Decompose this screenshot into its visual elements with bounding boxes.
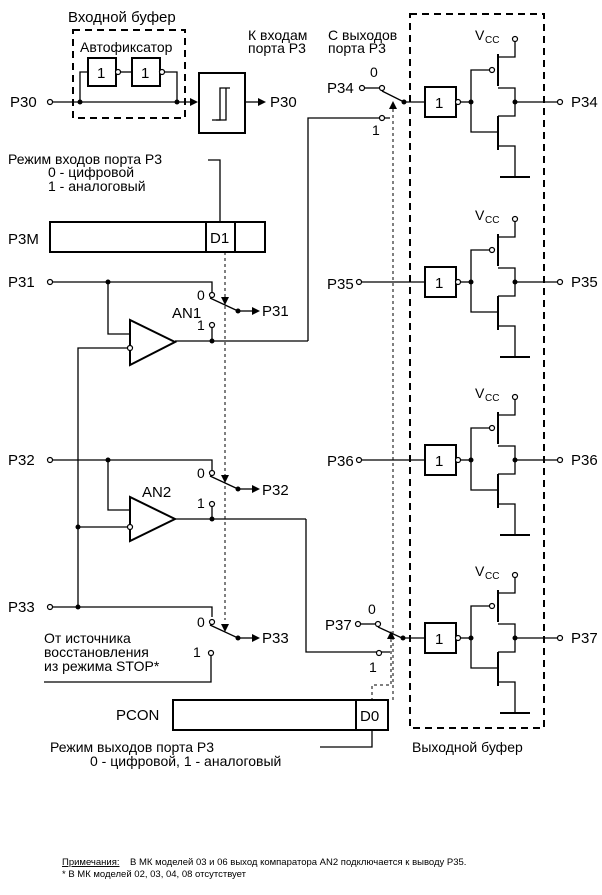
header-from-outputs-port: порта P3: [328, 40, 386, 56]
pin-p33-in: P33: [8, 599, 35, 616]
pin-terminal: [556, 456, 564, 464]
vcc-subscript: CC: [485, 35, 499, 46]
pin-p34-in: P34: [327, 80, 354, 97]
pin-p34-out: P34: [571, 94, 598, 111]
schmitt-trigger: [198, 72, 246, 134]
header-from-outputs: С выходов: [328, 27, 397, 43]
comparator-an2: [126, 495, 178, 543]
pcon-bit-d0: D0: [360, 708, 379, 725]
switch-label-1: 1: [197, 317, 205, 333]
switch-p33: [209, 624, 239, 639]
switch-p31: [209, 297, 239, 312]
switch-label-0: 0: [197, 465, 205, 481]
pin-p33-out: P33: [262, 630, 289, 647]
input-buffer-title: Входной буфер: [68, 9, 176, 26]
register-p3m: [49, 221, 266, 253]
gate-label: 1: [435, 275, 443, 292]
stop-source-label-1: От источника: [44, 630, 131, 646]
latch-title: Автофиксатор: [80, 39, 173, 55]
pin-p35-in: P35: [327, 276, 354, 293]
switch-label-1: 1: [369, 659, 377, 675]
vcc-label: V: [475, 27, 485, 43]
header-to-inputs-port: порта P3: [248, 40, 306, 56]
input-mode-option-0: 0 - цифровой: [48, 164, 134, 180]
vcc-label: V: [475, 207, 485, 223]
vcc-label: V: [475, 385, 485, 401]
inverter-bubble: [454, 98, 462, 106]
vcc-subscript: CC: [485, 215, 499, 226]
pin-terminal: [556, 98, 564, 106]
pin-p30-in: P30: [10, 94, 37, 111]
pin-p37-in: P37: [325, 617, 352, 634]
switch-label-1: 1: [193, 644, 201, 660]
vcc-terminal: [511, 215, 519, 223]
pin-p36-out: P36: [571, 452, 598, 469]
output-buffer-frame: [409, 13, 545, 729]
switch-label-1: 1: [372, 122, 380, 138]
vcc-subscript: CC: [485, 571, 499, 582]
gate-label: 1: [435, 631, 443, 648]
pin-terminal: [556, 634, 564, 642]
output-mode-options: 0 - цифровой, 1 - аналоговый: [90, 753, 281, 769]
output-mode-title: Режим выходов порта P3: [50, 739, 214, 755]
vcc-terminal: [511, 35, 519, 43]
stop-source-label-2: восстановления: [44, 644, 149, 660]
input-buffer-frame: [72, 29, 186, 119]
switch-label-0: 0: [197, 287, 205, 303]
comparator-an1: [126, 318, 178, 367]
input-mode-title: Режим входов порта P3: [8, 151, 162, 167]
inverter-bubble: [114, 68, 122, 76]
switch-label-0: 0: [368, 601, 376, 617]
pin-terminal: [46, 98, 54, 106]
arrow-icon: [190, 98, 198, 106]
switch-label-1: 1: [197, 495, 205, 511]
vcc-terminal: [511, 571, 519, 579]
pin-p31-out: P31: [262, 303, 289, 320]
register-pcon-label: PCON: [116, 707, 159, 724]
gate-label: 1: [97, 65, 105, 82]
inverter-bubble: [454, 278, 462, 286]
arrow-icon: [258, 98, 266, 106]
vcc-subscript: CC: [485, 393, 499, 404]
output-buffer-title: Выходной буфер: [412, 739, 523, 755]
header-to-inputs: К входам: [248, 27, 307, 43]
switch-p37: [377, 626, 403, 639]
note-line-2: * В МК моделей 02, 03, 04, 08 отсутствуе…: [62, 869, 247, 880]
inverter-bubble: [158, 68, 166, 76]
pin-p35-out: P35: [571, 274, 598, 291]
p3m-bit-d1: D1: [210, 230, 229, 247]
inverter-bubble: [454, 456, 462, 464]
notes-label: Примечания:: [62, 857, 120, 868]
pin-terminal: [556, 278, 564, 286]
input-mode-option-1: 1 - аналоговый: [48, 178, 146, 194]
register-pcon: [172, 699, 389, 731]
pin-p32-out: P32: [262, 482, 289, 499]
latch-gate-2: 1: [131, 57, 166, 87]
switch-p34: [381, 90, 405, 103]
gate-label: 1: [435, 453, 443, 470]
inverter-bubble: [454, 634, 462, 642]
latch-gate-1: 1: [87, 57, 122, 87]
pin-p36-in: P36: [327, 453, 354, 470]
switch-p32: [209, 475, 239, 490]
pin-p32-in: P32: [8, 452, 35, 469]
gate-label: 1: [141, 65, 149, 82]
pin-p30-out: P30: [270, 94, 297, 111]
switch-label-0: 0: [370, 64, 378, 80]
vcc-terminal: [511, 393, 519, 401]
stop-source-label-3: из режима STOP*: [44, 658, 160, 674]
pin-p31-in: P31: [8, 274, 35, 291]
gate-label: 1: [435, 95, 443, 112]
comparator-an2-label: AN2: [142, 484, 171, 501]
vcc-label: V: [475, 563, 485, 579]
pin-p37-out: P37: [571, 630, 598, 647]
note-line-1: В МК моделей 03 и 06 выход компаратора A…: [130, 857, 466, 868]
comparator-an1-label: AN1: [172, 305, 201, 322]
switch-label-0: 0: [197, 614, 205, 630]
register-p3m-label: P3M: [8, 231, 39, 248]
